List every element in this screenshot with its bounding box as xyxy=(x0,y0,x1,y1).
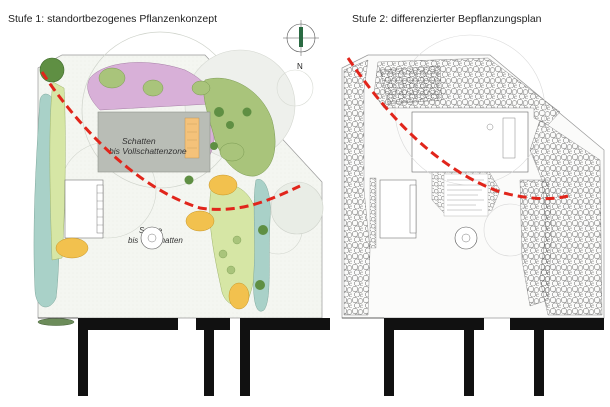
border-bed-inner xyxy=(49,81,66,261)
round-feature-right xyxy=(454,226,478,250)
shrub-dark xyxy=(258,225,268,235)
north-label: N xyxy=(297,62,303,71)
tree-canopy xyxy=(270,181,324,235)
zone-shade-sub-label: bis Vollschattenzone xyxy=(109,146,187,156)
stage1-title: Stufe 1: standortbezogenes Pflanzenkonze… xyxy=(8,13,217,25)
yellow-perennials xyxy=(208,174,238,196)
plan-left: Schatten bis Vollschattenzone Sonne bis … xyxy=(33,31,330,396)
shrub-dark xyxy=(184,175,194,185)
shrub-group xyxy=(219,142,245,162)
house-wall xyxy=(196,318,230,396)
shrub-group xyxy=(142,79,164,97)
shrub-group xyxy=(98,67,126,89)
shrub-group xyxy=(191,80,211,96)
tree-topleft xyxy=(39,57,65,83)
yellow-perennials xyxy=(55,237,89,259)
terrace xyxy=(64,179,104,239)
planting-area xyxy=(343,59,371,316)
planting-area xyxy=(519,179,553,307)
plant-legend xyxy=(443,173,489,217)
planting-area xyxy=(379,65,443,105)
yellow-perennials xyxy=(228,282,250,310)
house-wall-right xyxy=(456,318,484,396)
compass-needle xyxy=(299,27,303,47)
round-feature xyxy=(140,226,164,250)
bench xyxy=(37,318,75,326)
north-compass: N xyxy=(283,20,319,71)
house-wall xyxy=(78,318,178,396)
sun-bed-teal xyxy=(253,179,271,312)
stage2-title: Stufe 2: differenzierter Bepflanzungspla… xyxy=(352,13,542,25)
shrub-dark xyxy=(242,107,252,117)
skylight-right xyxy=(502,117,516,159)
house-wall-right xyxy=(510,318,604,396)
shrub-dark xyxy=(210,142,218,150)
zone-shade-label: Schatten xyxy=(122,136,156,146)
shrub-dark xyxy=(226,121,234,129)
yellow-perennials xyxy=(185,210,215,232)
tree-canopy xyxy=(276,69,314,107)
house-wall xyxy=(240,318,330,396)
shrub-dark xyxy=(255,280,265,290)
plan-right xyxy=(341,34,605,396)
shade-boundary-line xyxy=(40,71,301,211)
shrub-dark xyxy=(214,107,224,117)
